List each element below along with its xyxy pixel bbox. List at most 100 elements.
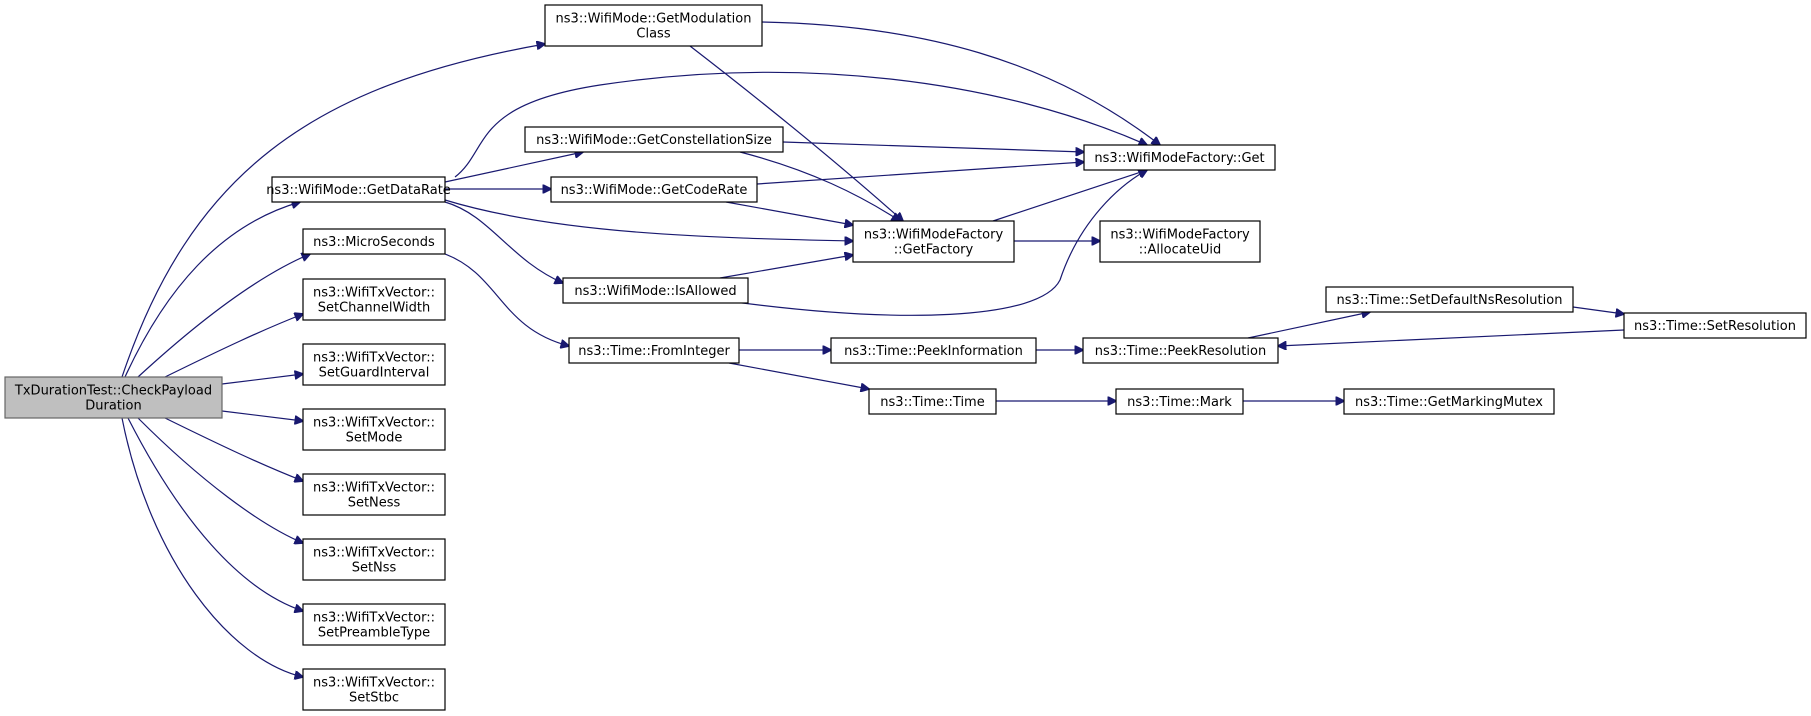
node-label: ::AllocateUid [1139,243,1221,258]
node-setMode[interactable]: ns3::WifiTxVector::SetMode [302,408,446,451]
edge-root-to-setNess [164,417,303,481]
node-peekInformation[interactable]: ns3::Time::PeekInformation [830,337,1037,364]
node-label: ns3::WifiMode::IsAllowed [574,284,736,299]
node-box [302,538,446,581]
node-microSeconds[interactable]: ns3::MicroSeconds [302,228,446,255]
node-setNess[interactable]: ns3::WifiTxVector::SetNess [302,473,446,516]
node-box [4,376,223,419]
node-label: ns3::Time::SetDefaultNsResolution [1337,293,1563,308]
node-box [1325,286,1574,313]
nodes-layer: TxDurationTest::CheckPayloadDurationns3:… [4,4,1807,711]
node-setDefaultNsResolution[interactable]: ns3::Time::SetDefaultNsResolution [1325,286,1574,313]
node-label: ns3::WifiTxVector:: [313,351,435,366]
node-box [524,126,784,153]
edge-root-to-getModulationClass [121,44,545,378]
node-box [1083,144,1276,171]
node-setStbc[interactable]: ns3::WifiTxVector::SetStbc [302,668,446,711]
node-getConstellationSize[interactable]: ns3::WifiMode::GetConstellationSize [524,126,784,153]
edge-getModulationClass-to-getFactory [689,45,903,221]
edge-getCodeRate-to-factoryGet [756,162,1084,185]
node-mark[interactable]: ns3::Time::Mark [1115,388,1244,415]
node-label: ns3::Time::SetResolution [1634,319,1796,334]
node-label: ns3::WifiMode::GetDataRate [266,183,451,198]
node-isAllowed[interactable]: ns3::WifiMode::IsAllowed [562,277,749,304]
node-box [302,473,446,516]
edge-root-to-setChannelWidth [164,314,303,378]
node-label: Class [636,27,670,42]
node-fromInteger[interactable]: ns3::Time::FromInteger [568,337,740,364]
node-setNss[interactable]: ns3::WifiTxVector::SetNss [302,538,446,581]
node-allocateUid[interactable]: ns3::WifiModeFactory::AllocateUid [1099,220,1261,263]
node-label: ns3::Time::FromInteger [578,344,730,359]
node-box [302,343,446,386]
node-box [544,4,763,47]
node-setPreambleType[interactable]: ns3::WifiTxVector::SetPreambleType [302,603,446,646]
node-setChannelWidth[interactable]: ns3::WifiTxVector::SetChannelWidth [302,278,446,321]
node-label: TxDurationTest::CheckPayload [14,384,212,399]
node-label: ns3::Time::Mark [1127,395,1232,410]
node-box [830,337,1037,364]
node-box [271,176,446,203]
node-getFactory[interactable]: ns3::WifiModeFactory::GetFactory [852,220,1015,263]
node-label: ns3::WifiTxVector:: [313,546,435,561]
node-label: SetGuardInterval [319,366,430,381]
node-label: ns3::WifiTxVector:: [313,481,435,496]
node-label: SetPreambleType [318,626,430,641]
node-box [1099,220,1261,263]
node-box [302,603,446,646]
node-label: ns3::WifiTxVector:: [313,416,435,431]
edge-root-to-microSeconds [137,254,310,378]
node-getCodeRate[interactable]: ns3::WifiMode::GetCodeRate [550,176,758,203]
edge-getDataRate-to-isAllowed [444,201,563,283]
edge-isAllowed-to-getFactory [719,255,853,279]
node-label: ns3::Time::PeekInformation [844,344,1023,359]
node-label: SetNss [352,561,397,576]
edge-root-to-setStbc [121,417,303,677]
node-factoryGet[interactable]: ns3::WifiModeFactory::Get [1083,144,1276,171]
edge-getDataRate-to-factoryGet [454,71,1147,178]
edge-root-to-setNss [137,417,303,543]
node-label: ns3::WifiMode::GetModulation [556,12,752,27]
edge-root-to-setPreambleType [127,417,303,611]
node-label: ns3::WifiModeFactory [864,228,1004,243]
node-label: SetStbc [349,691,399,706]
node-label: ns3::WifiTxVector:: [313,676,435,691]
node-box [302,408,446,451]
node-label: ns3::Time::GetMarkingMutex [1355,395,1543,410]
node-box [568,337,740,364]
node-box [302,668,446,711]
edge-isAllowed-to-factoryGet [719,170,1147,316]
edge-root-to-setMode [221,410,303,421]
edge-microSeconds-to-fromInteger [444,253,569,346]
node-time[interactable]: ns3::Time::Time [868,388,997,415]
edge-getModulationClass-to-factoryGet [761,21,1160,145]
edge-peekResolution-to-setDefaultNsResolution [1247,312,1370,339]
node-label: SetMode [346,431,403,446]
node-box [1623,312,1807,339]
node-label: ns3::WifiModeFactory [1110,228,1250,243]
edge-setResolution-to-peekResolution [1278,329,1625,346]
node-setResolution[interactable]: ns3::Time::SetResolution [1623,312,1807,339]
edge-getCodeRate-to-getFactory [725,201,853,225]
edge-getConstellationSize-to-getFactory [739,151,900,221]
node-getDataRate[interactable]: ns3::WifiMode::GetDataRate [266,176,451,203]
edge-getDataRate-to-getConstellationSize [444,152,583,183]
node-box [302,278,446,321]
node-box [1115,388,1244,415]
edge-getFactory-to-factoryGet [992,170,1147,222]
node-peekResolution[interactable]: ns3::Time::PeekResolution [1082,337,1279,364]
node-label: ns3::Time::PeekResolution [1095,344,1266,359]
node-setGuardInterval[interactable]: ns3::WifiTxVector::SetGuardInterval [302,343,446,386]
node-getMarkingMutex[interactable]: ns3::Time::GetMarkingMutex [1343,388,1555,415]
node-label: ns3::MicroSeconds [313,235,435,250]
node-box [868,388,997,415]
node-label: Duration [85,399,141,414]
node-box [1343,388,1555,415]
edge-fromInteger-to-time [728,362,869,389]
edge-setDefaultNsResolution-to-setResolution [1572,306,1624,314]
node-label: SetNess [348,496,401,511]
node-label: ns3::Time::Time [880,395,984,410]
